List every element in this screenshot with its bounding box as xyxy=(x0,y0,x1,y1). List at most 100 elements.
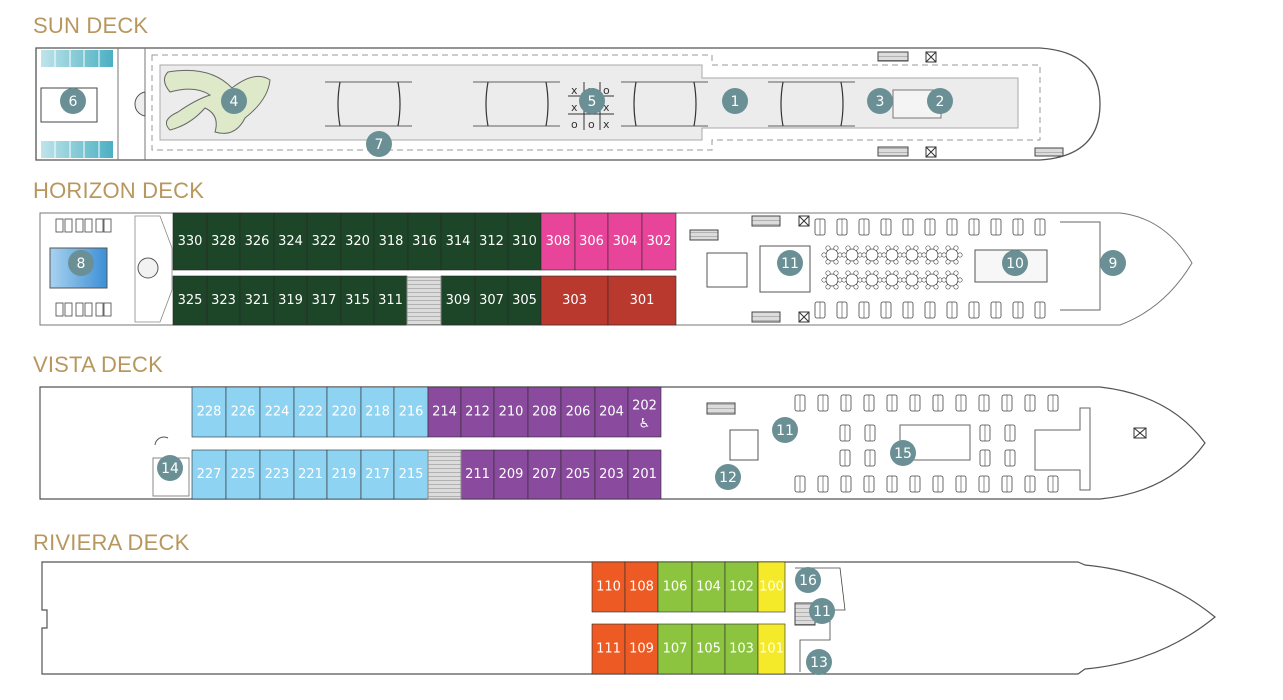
cabin-number: 216 xyxy=(399,405,424,420)
cabin-110[interactable]: 110 xyxy=(591,561,626,613)
sun-deck: xxo xx oox xyxy=(35,47,1101,161)
cabin-108[interactable]: 108 xyxy=(624,561,659,613)
vista-marker-12[interactable]: 12 xyxy=(715,464,741,490)
cabin-304[interactable]: 304 xyxy=(607,212,643,271)
cabin-312[interactable]: 312 xyxy=(474,212,509,271)
cabin-310[interactable]: 310 xyxy=(507,212,542,271)
cabin-number: 204 xyxy=(599,405,624,420)
cabin-204[interactable]: 204 xyxy=(594,386,629,438)
cabin-111[interactable]: 111 xyxy=(591,623,626,675)
cabin-224[interactable]: 224 xyxy=(259,386,295,438)
cabin-217[interactable]: 217 xyxy=(360,449,395,500)
cabin-314[interactable]: 314 xyxy=(440,212,476,271)
cabin-316[interactable]: 316 xyxy=(407,212,442,271)
cabin-318[interactable]: 318 xyxy=(373,212,409,271)
cabin-109[interactable]: 109 xyxy=(624,623,659,675)
cabin-321[interactable]: 321 xyxy=(239,275,275,326)
cabin-322[interactable]: 322 xyxy=(306,212,342,271)
cabin-103[interactable]: 103 xyxy=(724,623,759,675)
sun-marker-7[interactable]: 7 xyxy=(366,131,392,157)
marker-circle xyxy=(1002,250,1028,276)
cabin-301[interactable]: 301 xyxy=(607,275,677,326)
cabin-323[interactable]: 323 xyxy=(206,275,241,326)
marker-label: 10 xyxy=(1006,256,1024,272)
cabin-221[interactable]: 221 xyxy=(293,449,328,500)
cabin-214[interactable]: 214 xyxy=(427,386,462,438)
cabin-218[interactable]: 218 xyxy=(360,386,395,438)
cabin-216[interactable]: 216 xyxy=(393,386,429,438)
cabin-311[interactable]: 311 xyxy=(373,275,408,326)
cabin-102[interactable]: 102 xyxy=(724,561,759,613)
riviera-marker-13[interactable]: 13 xyxy=(806,649,832,675)
cabin-208[interactable]: 208 xyxy=(527,386,562,438)
vista-marker-14[interactable]: 14 xyxy=(157,455,183,481)
cabin-317[interactable]: 317 xyxy=(306,275,342,326)
cabin-226[interactable]: 226 xyxy=(225,386,261,438)
vista-marker-15[interactable]: 15 xyxy=(890,440,916,466)
cabin-315[interactable]: 315 xyxy=(340,275,375,326)
cabin-220[interactable]: 220 xyxy=(326,386,362,438)
cabin-228[interactable]: 228 xyxy=(191,386,227,438)
horizon-marker-10[interactable]: 10 xyxy=(1002,250,1028,276)
cabin-225[interactable]: 225 xyxy=(225,449,261,500)
cabin-100[interactable]: 100 xyxy=(757,561,786,613)
cabin-306[interactable]: 306 xyxy=(574,212,609,271)
cabin-223[interactable]: 223 xyxy=(259,449,295,500)
cabin-227[interactable]: 227 xyxy=(191,449,227,500)
cabin-305[interactable]: 305 xyxy=(507,275,542,326)
sun-marker-4[interactable]: 4 xyxy=(221,88,247,114)
cabin-number: 221 xyxy=(298,467,323,482)
cabin-105[interactable]: 105 xyxy=(691,623,726,675)
sun-marker-3[interactable]: 3 xyxy=(867,88,893,114)
cabin-box xyxy=(591,623,626,675)
cabin-104[interactable]: 104 xyxy=(691,561,726,613)
cabin-number: 222 xyxy=(298,405,323,420)
cabin-219[interactable]: 219 xyxy=(326,449,362,500)
cabin-319[interactable]: 319 xyxy=(273,275,308,326)
cabin-210[interactable]: 210 xyxy=(493,386,529,438)
cabin-box xyxy=(273,275,308,326)
riviera-marker-11[interactable]: 11 xyxy=(809,598,835,624)
cabin-205[interactable]: 205 xyxy=(560,449,596,500)
marker-circle xyxy=(809,598,835,624)
cabin-211[interactable]: 211 xyxy=(460,449,495,500)
cabin-212[interactable]: 212 xyxy=(460,386,495,438)
horizon-marker-9[interactable]: 9 xyxy=(1100,250,1126,276)
cabin-302[interactable]: 302 xyxy=(641,212,677,271)
cabin-326[interactable]: 326 xyxy=(239,212,275,271)
cabin-209[interactable]: 209 xyxy=(493,449,529,500)
horizon-marker-11[interactable]: 11 xyxy=(777,250,803,276)
cabin-324[interactable]: 324 xyxy=(273,212,308,271)
sun-marker-5[interactable]: 5 xyxy=(579,88,605,114)
cabin-307[interactable]: 307 xyxy=(474,275,509,326)
riviera-marker-16[interactable]: 16 xyxy=(795,567,821,593)
cabin-201[interactable]: 201 xyxy=(627,449,662,500)
cabin-309[interactable]: 309 xyxy=(440,275,476,326)
cabin-number: 309 xyxy=(446,293,471,308)
cabin-325[interactable]: 325 xyxy=(172,275,208,326)
cabin-box xyxy=(326,449,362,500)
cabin-box xyxy=(757,623,786,675)
sun-marker-1[interactable]: 1 xyxy=(722,88,748,114)
cabin-106[interactable]: 106 xyxy=(657,561,693,613)
cabin-207[interactable]: 207 xyxy=(527,449,562,500)
table-icon xyxy=(905,273,919,287)
cabin-202[interactable]: 202♿ xyxy=(627,386,662,438)
cabin-330[interactable]: 330 xyxy=(172,212,208,271)
cabin-308[interactable]: 308 xyxy=(540,212,576,271)
sun-marker-6[interactable]: 6 xyxy=(60,88,86,114)
cabin-101[interactable]: 101 xyxy=(757,623,786,675)
horizon-marker-8[interactable]: 8 xyxy=(68,250,94,276)
cabin-303[interactable]: 303 xyxy=(540,275,609,326)
cabin-107[interactable]: 107 xyxy=(657,623,693,675)
vista-marker-11[interactable]: 11 xyxy=(772,417,798,443)
cabin-215[interactable]: 215 xyxy=(393,449,429,500)
cabin-206[interactable]: 206 xyxy=(560,386,596,438)
cabin-203[interactable]: 203 xyxy=(594,449,629,500)
cabin-328[interactable]: 328 xyxy=(206,212,241,271)
cabin-320[interactable]: 320 xyxy=(340,212,375,271)
restaurant-seating xyxy=(794,394,1059,493)
cabin-222[interactable]: 222 xyxy=(293,386,328,438)
sun-deck-title: SUN DECK xyxy=(33,13,149,38)
sun-marker-2[interactable]: 2 xyxy=(927,88,953,114)
